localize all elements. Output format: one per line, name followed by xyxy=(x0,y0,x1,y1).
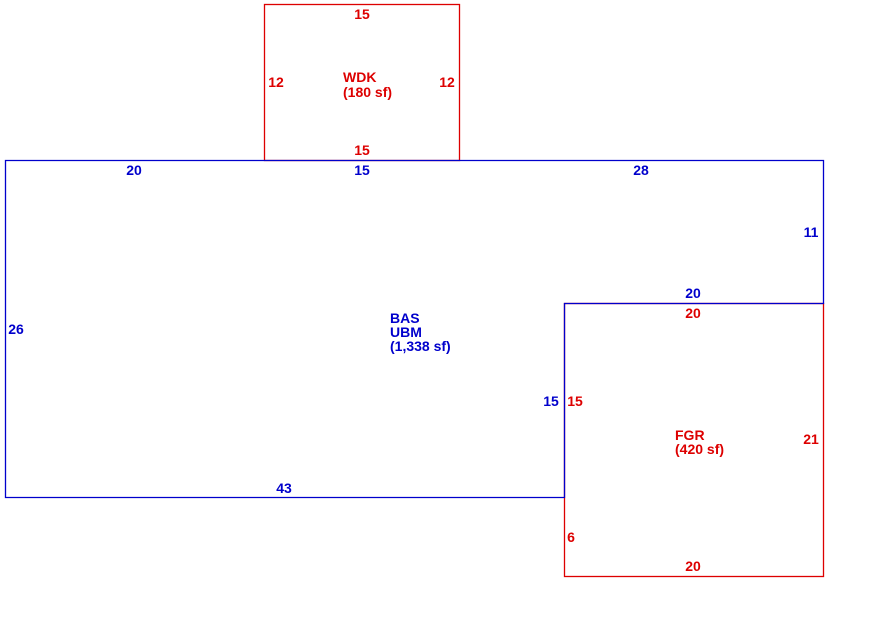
bas-dim-step-side: 15 xyxy=(543,393,559,409)
fgr-dim-left-lower: 6 xyxy=(567,529,575,545)
fgr-area: (420 sf) xyxy=(675,441,724,457)
wdk-area: (180 sf) xyxy=(343,84,392,100)
fgr-dim-right: 21 xyxy=(803,431,819,447)
fgr-dim-top: 20 xyxy=(685,305,701,321)
wdk-dim-left: 12 xyxy=(268,74,284,90)
bas-code-2: UBM xyxy=(390,324,422,340)
fgr-code: FGR xyxy=(675,427,705,443)
bas-outline xyxy=(4,159,825,499)
bas-dim-left: 26 xyxy=(8,321,24,337)
wdk-dim-right: 12 xyxy=(439,74,455,90)
wdk-dim-bottom: 15 xyxy=(354,142,370,158)
bas-dim-step-top: 20 xyxy=(685,285,701,301)
wdk-dim-top: 15 xyxy=(354,6,370,22)
bas-dim-bottom: 43 xyxy=(276,480,292,496)
wdk-code: WDK xyxy=(343,69,376,85)
bas-dim-top-right: 28 xyxy=(633,162,649,178)
bas-area: (1,338 sf) xyxy=(390,338,451,354)
fgr-dim-bottom: 20 xyxy=(685,558,701,574)
bas-dim-top-mid: 15 xyxy=(354,162,370,178)
bas-dim-right-upper: 11 xyxy=(804,224,819,240)
bas-dim-top-left: 20 xyxy=(126,162,142,178)
bas-code: BAS xyxy=(390,310,420,326)
fgr-dim-left-upper: 15 xyxy=(567,393,583,409)
